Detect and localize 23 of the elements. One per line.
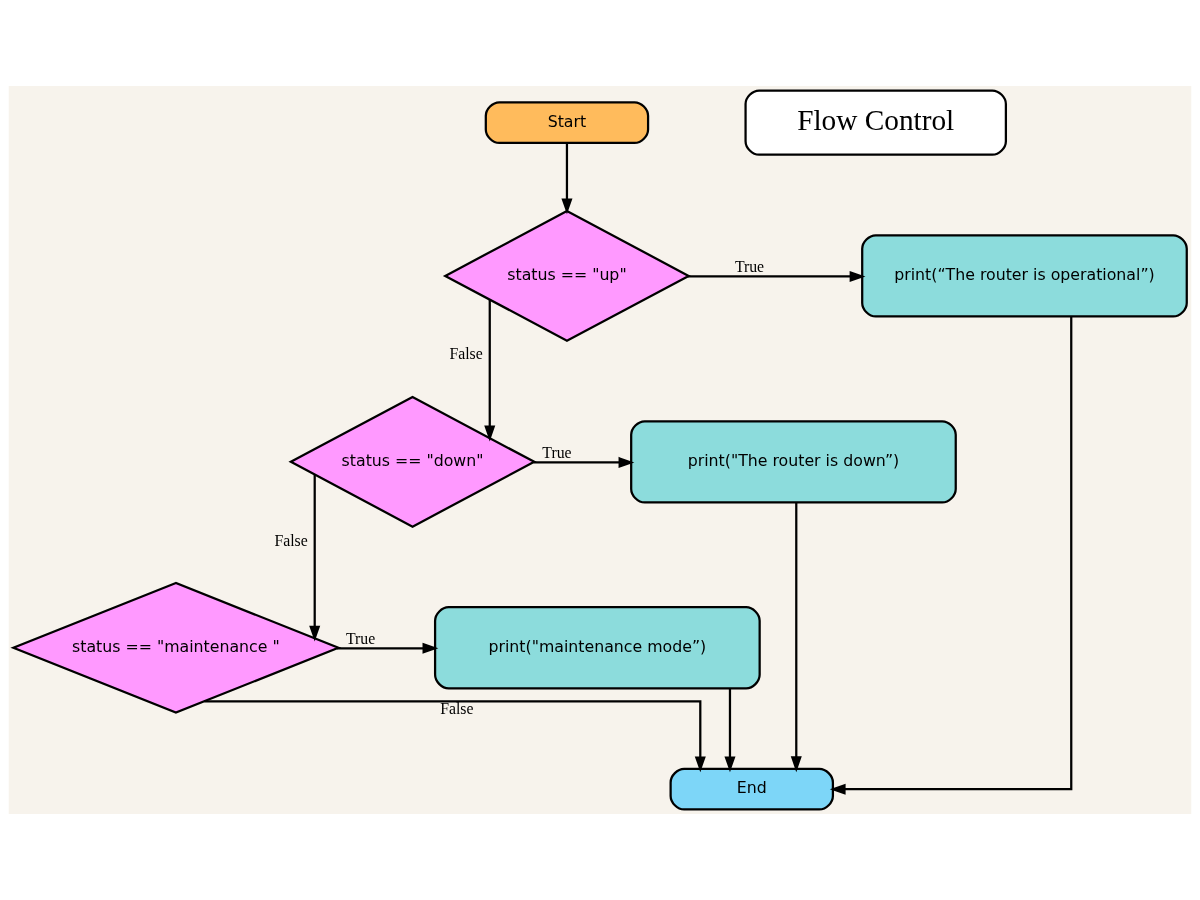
node-box: print("maintenance mode”) (433, 606, 761, 690)
arrow (204, 700, 706, 773)
edge-label: True (734, 258, 765, 276)
arrow (829, 316, 1073, 795)
edge-label: True (542, 444, 572, 462)
node-box: print("The router is down”) (630, 420, 957, 504)
arrow (561, 143, 573, 215)
edge-label: False (449, 344, 483, 362)
node-diamond: status == "down" (288, 395, 537, 528)
arrow (790, 502, 802, 773)
arrow (724, 688, 736, 773)
arrow (309, 474, 321, 642)
arrow (337, 642, 439, 654)
arrow (533, 456, 635, 468)
edge-label: False (274, 532, 308, 550)
node-box: Start (484, 101, 650, 145)
edge-label: True (346, 630, 376, 648)
node-box: print(“The router is operational”) (861, 234, 1188, 318)
edge-label: False (440, 699, 474, 717)
arrow (484, 299, 496, 442)
arrow (687, 270, 866, 282)
node-box: Flow Control (744, 89, 1007, 156)
node-box: End (669, 767, 835, 811)
